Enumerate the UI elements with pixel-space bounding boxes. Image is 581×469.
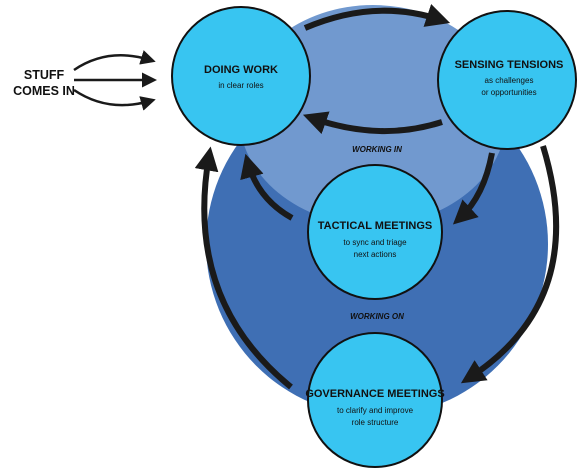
node-sensing-tensions: SENSING TENSIONS as challenges or opport…: [437, 10, 577, 150]
node-governance-meetings: GOVERNANCE MEETINGS to clarify and impro…: [305, 332, 445, 468]
sensing-tensions-subtitle-1: as challenges: [485, 76, 534, 85]
arrow-tactical-to-doing: [240, 153, 294, 221]
input-label-line1: STUFF: [24, 68, 65, 82]
node-tactical-meetings: TACTICAL MEETINGS to sync and triage nex…: [307, 164, 443, 300]
tactical-meetings-subtitle-1: to sync and triage: [343, 238, 407, 247]
arrow-sensing-to-tactical: [452, 152, 495, 225]
arrow-governance-to-doing: [194, 146, 293, 390]
arrow-sensing-to-governance: [460, 145, 560, 384]
node-doing-work: DOING WORK in clear roles: [171, 6, 311, 146]
governance-meetings-subtitle-1: to clarify and improve: [337, 406, 414, 415]
working-on-label: WORKING ON: [350, 312, 404, 321]
sensing-tensions-subtitle-2: or opportunities: [481, 88, 536, 97]
doing-work-title: DOING WORK: [204, 64, 278, 76]
arrow-doing-to-sensing: [303, 4, 451, 31]
arrow-sensing-to-doing: [302, 111, 443, 135]
governance-meetings-subtitle-2: role structure: [352, 418, 399, 427]
working-in-label: WORKING IN: [352, 145, 402, 154]
tactical-meetings-title: TACTICAL MEETINGS: [318, 220, 432, 232]
input-arrow-top: [73, 50, 156, 72]
sensing-tensions-title: SENSING TENSIONS: [455, 59, 564, 71]
tactical-meetings-subtitle-2: next actions: [354, 250, 397, 259]
governance-meetings-title: GOVERNANCE MEETINGS: [305, 388, 444, 400]
governance-meetings-circle: [307, 332, 443, 468]
input-arrow-bottom: [73, 88, 156, 111]
sensing-tensions-circle: [437, 10, 577, 150]
doing-work-subtitle: in clear roles: [218, 81, 263, 90]
tactical-meetings-circle: [307, 164, 443, 300]
doing-work-circle: [171, 6, 311, 146]
input-label-line2: COMES IN: [13, 84, 75, 98]
